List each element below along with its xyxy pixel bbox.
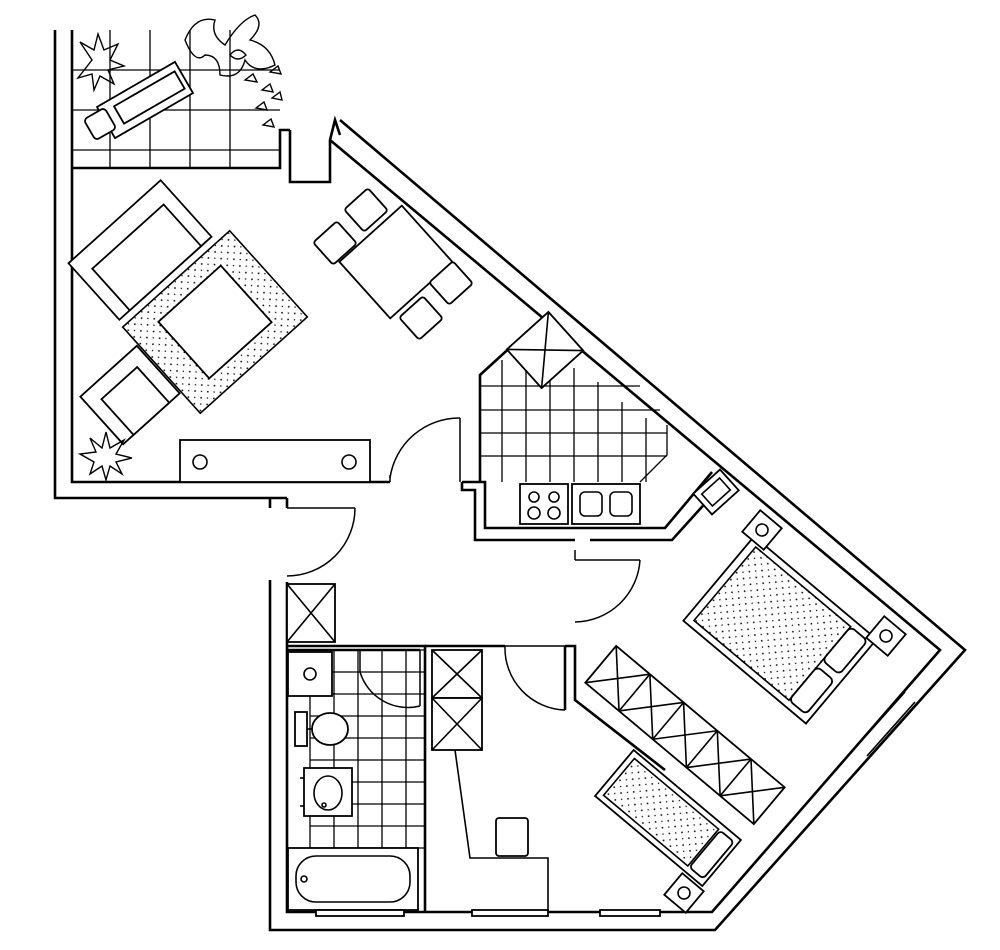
lounger-icon [84, 60, 195, 140]
nightstand-icon [741, 509, 783, 551]
sideboard-icon [179, 439, 371, 483]
door-icon [359, 650, 421, 709]
window-icon [315, 909, 661, 917]
study [425, 644, 786, 914]
kitchen [460, 310, 741, 542]
stove-icon [519, 483, 569, 525]
plant-icon [76, 31, 127, 93]
sink-icon [571, 483, 641, 525]
wardrobe-icon [584, 644, 786, 826]
bathroom [287, 644, 427, 912]
window-icon [854, 691, 916, 757]
desk-icon [454, 749, 549, 912]
chair-icon [399, 296, 443, 340]
nightstand-icon [865, 615, 907, 657]
living-room [67, 179, 371, 483]
armchair-icon [79, 344, 181, 446]
nightstand-icon [663, 872, 705, 914]
bed-icon [593, 748, 743, 888]
hallway [286, 417, 641, 711]
wardrobe-icon [431, 649, 483, 751]
door-icon [389, 417, 461, 482]
ivy-icon [184, 14, 283, 128]
balcony [72, 14, 283, 168]
chair-icon [344, 188, 388, 232]
chair-icon [429, 261, 473, 305]
plant-icon [77, 431, 133, 483]
door-icon [574, 550, 641, 623]
door-icon [286, 507, 356, 577]
sofa-icon [67, 179, 213, 321]
chair-icon [313, 221, 357, 265]
bedroom [682, 509, 916, 757]
washbasin-icon [300, 767, 353, 817]
fridge-icon [691, 468, 741, 516]
shower-icon [287, 651, 333, 697]
dining-area [313, 188, 473, 340]
bed-icon [682, 535, 878, 725]
kitchen-tiles [480, 345, 668, 483]
rug-icon [121, 229, 309, 415]
outer-walls [53, 30, 967, 932]
bathtub-icon [287, 847, 419, 911]
cabinet-icon [505, 310, 585, 390]
wardrobe-icon [286, 583, 336, 643]
dining-table-icon [338, 204, 454, 320]
door-icon [504, 645, 566, 711]
toilet-icon [294, 711, 349, 747]
